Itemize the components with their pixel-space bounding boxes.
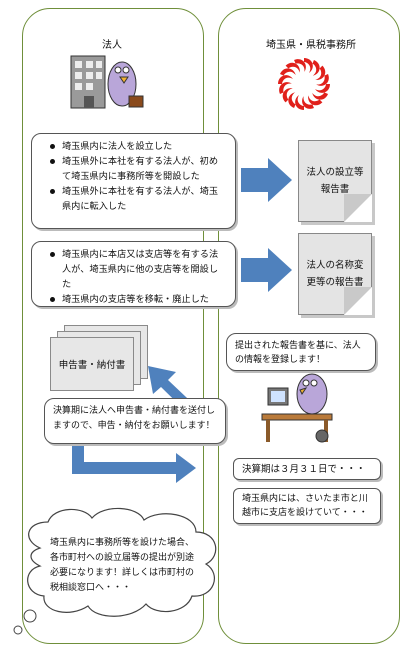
arrow-to-establish-report xyxy=(241,158,292,202)
name-change-report-line1: 法人の名称変 xyxy=(306,260,364,271)
establishment-report-doc: 法人の設立等報告書 xyxy=(298,140,372,222)
name-change-report-doc: 法人の名称変更等の報告書 xyxy=(298,233,372,315)
municipal-notice-text: 埼玉県内に事務所等を設けた場合、各市町村への設立届等の提出が別途必要になります！… xyxy=(50,538,195,593)
establish-case-item: 埼玉県内に法人を設立した xyxy=(50,139,227,154)
branch-note: 埼玉県内には、さいたま市と川越市に支店を設けていて・・・ xyxy=(233,488,381,524)
establishment-report-line1: 法人の設立等 xyxy=(306,167,364,178)
register-info-bubble: 提出された報告書を基に、法人の情報を登録します！ xyxy=(226,333,376,371)
change-case-item: 埼玉県内に本店又は支店等を有する法人が、埼玉県内に他の支店等を開設した xyxy=(50,247,227,292)
change-case-item: 埼玉県内の支店等を移転・廃止した xyxy=(50,292,227,307)
arrow-to-change-report xyxy=(241,248,292,292)
establish-case-item: 埼玉県外に本社を有する法人が、初めて埼玉県内に事務所等を開設した xyxy=(50,154,227,184)
return-form-doc: 申告書・納付書 xyxy=(50,337,134,391)
prefecture-heading: 埼玉県・県税事務所 xyxy=(266,40,356,51)
establish-case-item: 埼玉県外に本社を有する法人が、埼玉県内に転入した xyxy=(50,184,227,214)
establishment-report-line2: 報告書 xyxy=(320,184,350,195)
arrow-to-fiscal-note xyxy=(72,446,196,483)
name-change-report-line2: 更等の報告書 xyxy=(306,277,364,288)
corporation-heading: 法人 xyxy=(102,40,122,51)
prefecture-column xyxy=(218,8,400,644)
send-returns-bubble: 決算期に法人へ申告書・納付書を送付しますので、申告・納付をお願いします！ xyxy=(44,398,226,444)
fiscal-year-note: 決算期は３月３１日で・・・ xyxy=(233,458,381,480)
establish-cases-bubble: 埼玉県内に法人を設立した 埼玉県外に本社を有する法人が、初めて埼玉県内に事務所等… xyxy=(31,133,236,229)
change-cases-bubble: 埼玉県内に本店又は支店等を有する法人が、埼玉県内に他の支店等を開設した 埼玉県内… xyxy=(31,241,236,307)
